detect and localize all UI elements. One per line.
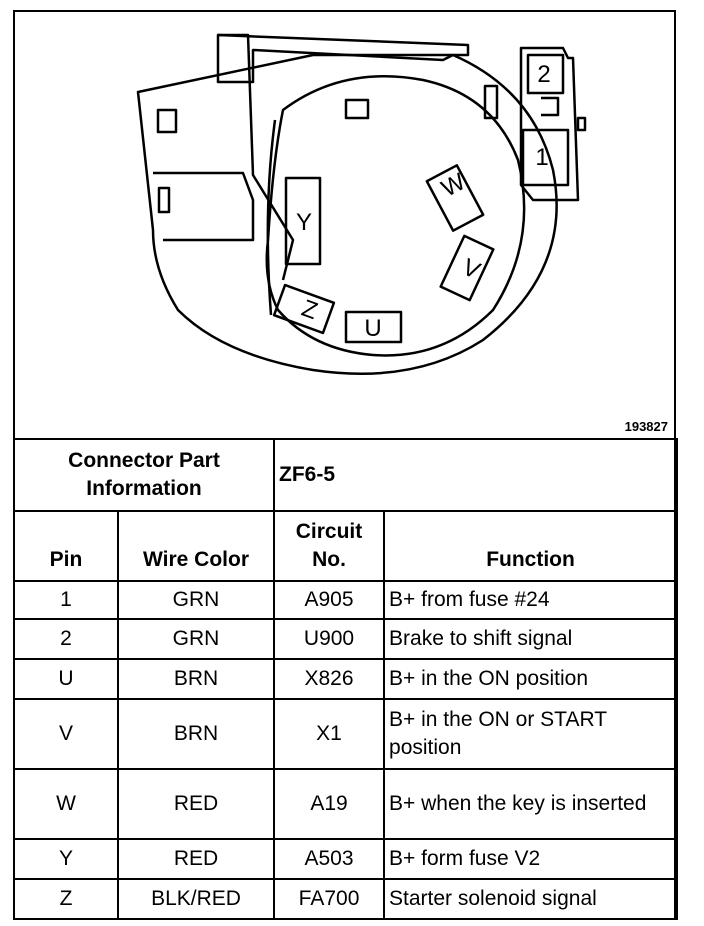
part-info-row: Connector Part Information ZF6-5 (12, 438, 679, 512)
pin-cell: Z (13, 878, 119, 920)
table-row: 1 GRN A905 B+ from fuse #24 (13, 580, 679, 620)
table-row: W RED A19 B+ when the key is inserted (13, 768, 679, 840)
table-row: V BRN X1 B+ in the ON or START position (13, 698, 679, 770)
circuit-cell: U900 (273, 618, 386, 660)
pin-cell: V (13, 698, 119, 770)
cavity-small-3 (483, 84, 499, 120)
circuit-cell: X826 (273, 658, 386, 700)
wire-color-cell: RED (116, 838, 276, 880)
circuit-cell: X1 (273, 698, 386, 770)
cavity-small-4 (157, 186, 171, 214)
table-row: U BRN X826 B+ in the ON position (13, 658, 679, 700)
figure-number: 193827 (624, 419, 668, 434)
part-info-label: Connector Part Information (12, 438, 276, 512)
col-wire-color: Wire Color (116, 510, 276, 582)
part-number: ZF6-5 (273, 438, 679, 512)
label-terminal-1: 1 (535, 144, 548, 171)
function-cell: B+ form fuse V2 (383, 838, 679, 880)
circuit-cell: FA700 (273, 878, 386, 920)
terminal-block (519, 46, 580, 202)
wire-color-cell: GRN (116, 580, 276, 620)
housing-rib (218, 33, 295, 281)
terminal-2-housing (526, 53, 565, 95)
wire-color-cell: GRN (116, 618, 276, 660)
column-header-row: Pin Wire Color Circuit No. Function (13, 510, 679, 582)
side-block (153, 171, 255, 242)
cavity-small-2 (344, 98, 370, 120)
cavity-w (425, 164, 485, 232)
wire-color-cell: RED (116, 768, 276, 840)
connector-drawing: 2 1 Y W V Z U (136, 33, 587, 375)
circuit-cell: A19 (273, 768, 386, 840)
cavity-small-1 (156, 108, 178, 134)
wire-color-cell: BRN (116, 698, 276, 770)
cylinder-edge (266, 119, 277, 316)
cavity-z (272, 283, 336, 335)
cavity-y (284, 176, 322, 266)
function-cell: B+ when the key is inserted (383, 768, 679, 840)
pin-cell: 2 (13, 618, 119, 660)
label-cavity-u: U (364, 315, 381, 342)
connector-table: Connector Part Information ZF6-5 Pin Wir… (12, 438, 679, 920)
connector-diagram: 2 1 Y W V Z U 193827 (13, 10, 676, 440)
col-function: Function (383, 510, 679, 582)
function-cell: B+ in the ON position (383, 658, 679, 700)
wire-color-cell: BLK/RED (116, 878, 276, 920)
pin-cell: U (13, 658, 119, 700)
label-terminal-2: 2 (537, 61, 550, 88)
wire-color-cell: BRN (116, 658, 276, 700)
function-cell: Starter solenoid signal (383, 878, 679, 920)
terminal-tab (576, 116, 587, 132)
function-cell: Brake to shift signal (383, 618, 679, 660)
table-row: Y RED A503 B+ form fuse V2 (13, 838, 679, 880)
housing-outline (136, 53, 558, 375)
circuit-cell: A905 (273, 580, 386, 620)
housing-latch (216, 33, 470, 84)
label-cavity-z: Z (298, 295, 321, 325)
label-cavity-y: Y (296, 209, 312, 236)
pin-cell: W (13, 768, 119, 840)
table-row: Z BLK/RED FA700 Starter solenoid signal (13, 878, 679, 920)
terminal-clip (541, 96, 560, 117)
function-cell: B+ from fuse #24 (383, 580, 679, 620)
col-pin: Pin (13, 510, 119, 582)
cavity-u (344, 310, 403, 344)
pin-cell: Y (13, 838, 119, 880)
table-row: 2 GRN U900 Brake to shift signal (13, 618, 679, 660)
circuit-cell: A503 (273, 838, 386, 880)
cavity-v (439, 234, 495, 302)
col-circuit-no: Circuit No. (273, 510, 386, 582)
terminal-1-housing (521, 128, 570, 187)
function-cell: B+ in the ON or START position (383, 698, 679, 770)
pin-cell: 1 (13, 580, 119, 620)
